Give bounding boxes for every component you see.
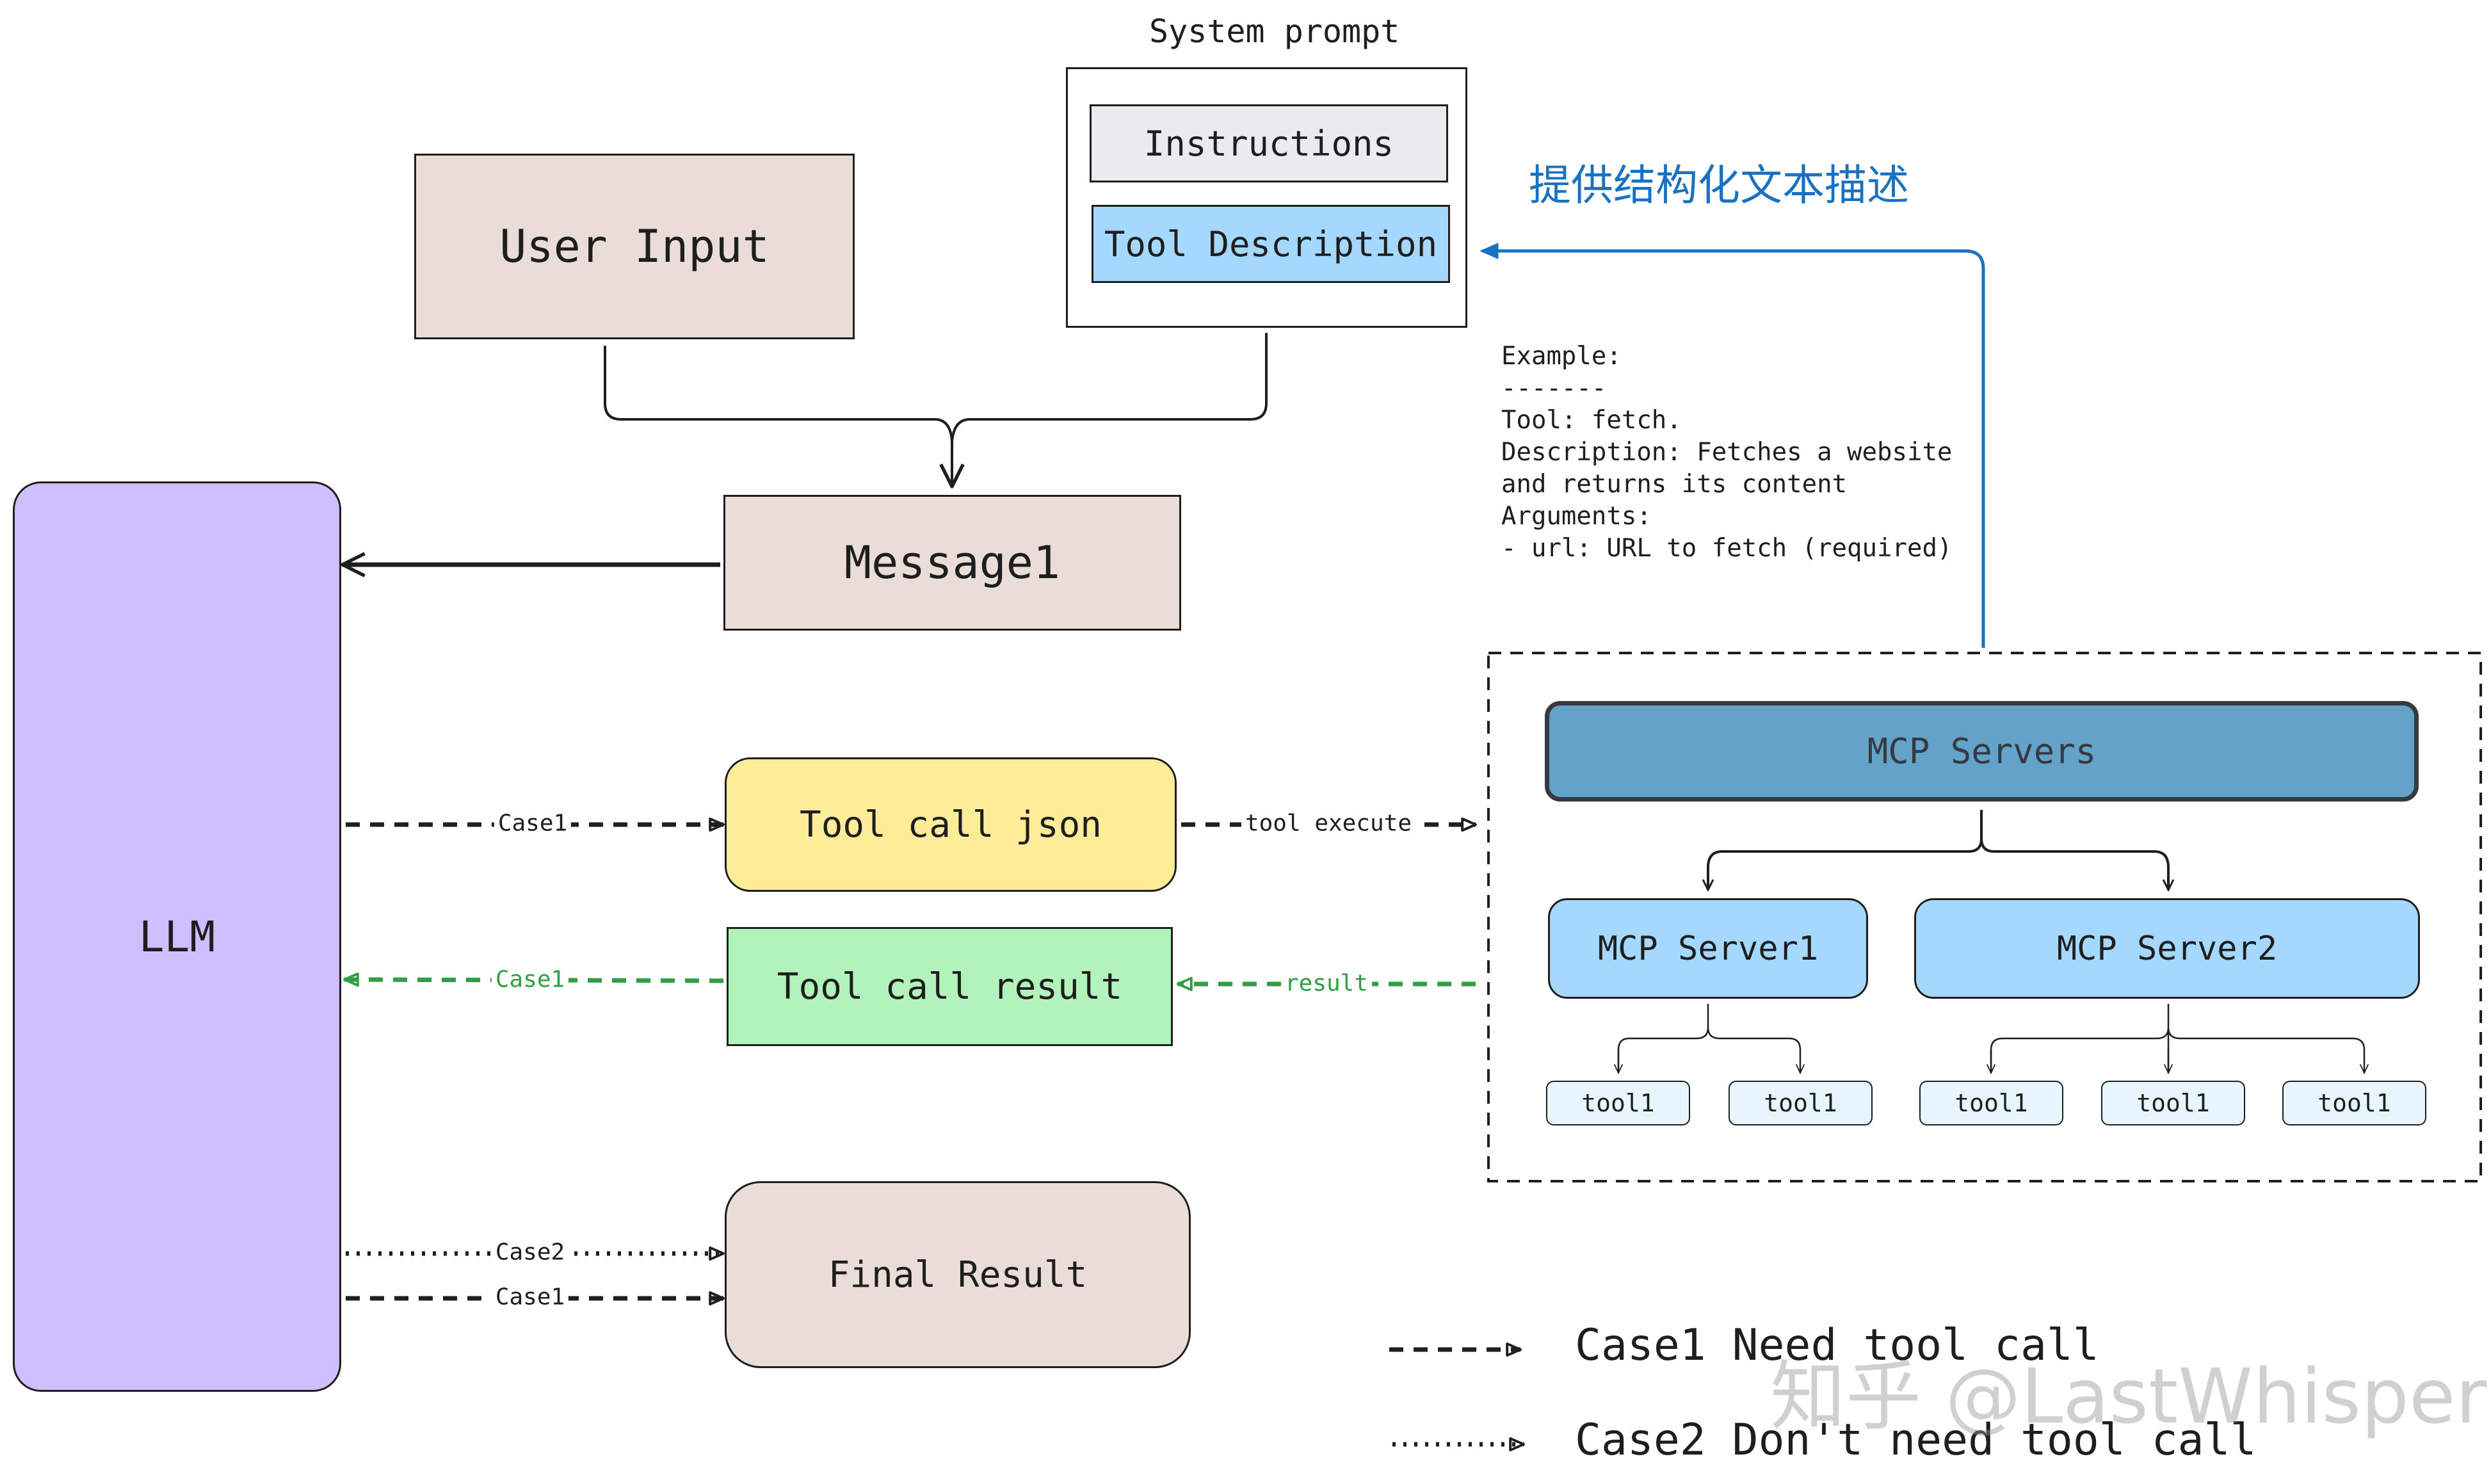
server2-tool: tool1 — [1919, 1081, 2063, 1125]
connector-mcp-servers-to-server2 — [1980, 838, 2168, 890]
arrow-mcp-to-tool-description — [1482, 251, 1985, 648]
mcp-servers-box: MCP Servers — [1545, 701, 2419, 802]
server2-tool: tool1 — [2101, 1081, 2245, 1125]
example-text-block: Example: ------- Tool: fetch. Descriptio… — [1501, 341, 1952, 565]
connector-server1-tools — [1617, 1004, 1800, 1073]
label-case1-final: Case1 — [491, 1284, 569, 1311]
label-case1-to-json: Case1 — [494, 810, 572, 837]
mcp-container — [1487, 652, 2482, 1182]
instructions-box: Instructions — [1090, 104, 1448, 182]
tool-call-json-box: Tool call json — [725, 757, 1177, 892]
system-prompt-title: System prompt — [1149, 13, 1400, 50]
llm-box: LLM — [13, 481, 341, 1392]
label-result: result — [1280, 970, 1373, 997]
legend-case1-text: Case1 Need tool call — [1575, 1320, 2099, 1371]
user-input-box: User Input — [414, 154, 855, 339]
example-line: Arguments: — [1501, 502, 1652, 531]
server1-tool: tool1 — [1729, 1081, 1873, 1125]
tool-description-box: Tool Description — [1092, 205, 1450, 283]
example-line: Description: Fetches a website — [1501, 438, 1953, 467]
connector-server2-tools — [1990, 1004, 2364, 1073]
structured-text-annotation: 提供结构化文本描述 — [1529, 161, 1909, 210]
connector-mcp-servers-to-server1 — [1708, 810, 1983, 890]
server2-tool: tool1 — [2282, 1081, 2426, 1125]
mcp-server1-box: MCP Server1 — [1548, 898, 1868, 999]
watermark: 知乎 @LastWhisper — [1770, 1352, 2487, 1440]
message1-box: Message1 — [723, 495, 1181, 631]
example-line: Tool: fetch. — [1501, 406, 1682, 435]
example-line: and returns its content — [1501, 470, 1848, 499]
connector-user-input-to-message — [604, 346, 953, 442]
example-line: Example: — [1501, 342, 1622, 371]
legend-case2-text: Case2 Don't need tool call — [1575, 1415, 2257, 1465]
connector-system-prompt-to-message — [952, 333, 1268, 487]
label-tool-execute: tool execute — [1241, 810, 1416, 837]
server1-tool: tool1 — [1546, 1081, 1690, 1125]
final-result-box: Final Result — [725, 1181, 1191, 1368]
example-line: ------- — [1501, 374, 1607, 403]
label-case1-result: Case1 — [491, 966, 569, 993]
example-line: - url: URL to fetch (required) — [1501, 534, 1953, 563]
tool-call-result-box: Tool call result — [727, 927, 1173, 1046]
mcp-server2-box: MCP Server2 — [1914, 898, 2420, 999]
label-case2-final: Case2 — [491, 1239, 569, 1266]
